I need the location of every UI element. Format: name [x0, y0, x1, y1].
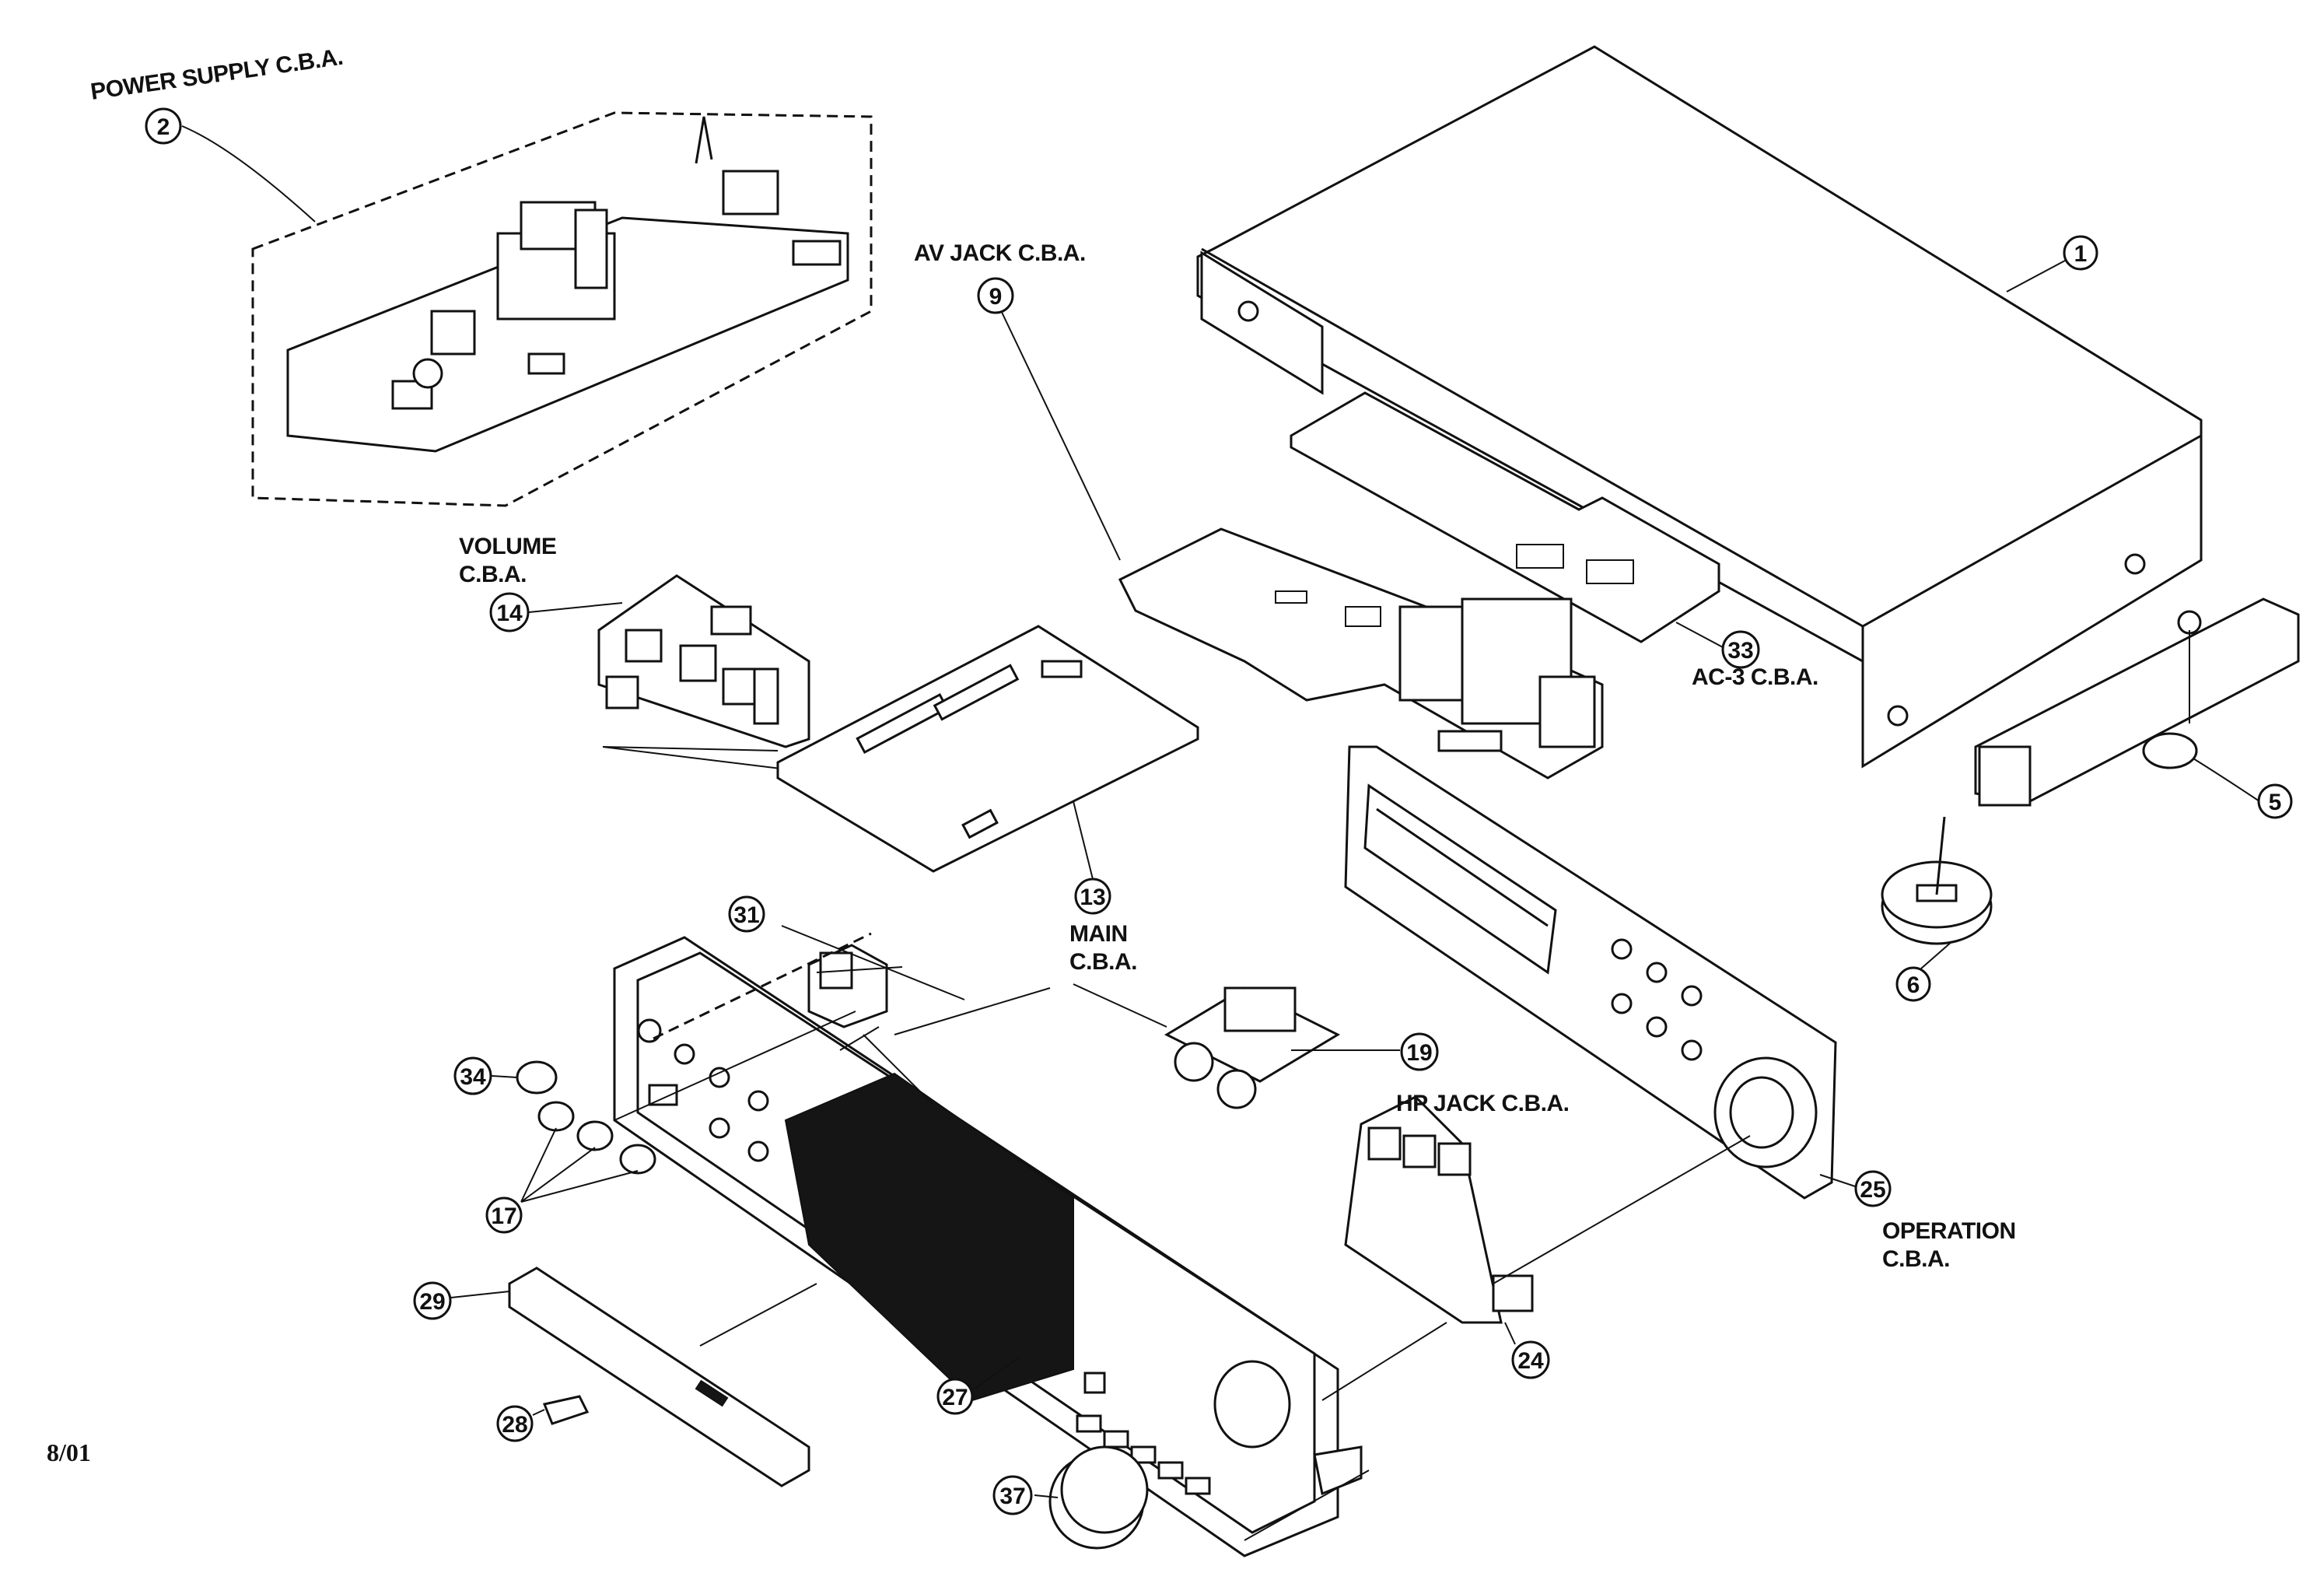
svg-text:9: 9 [989, 284, 1003, 310]
svg-text:34: 34 [460, 1064, 486, 1090]
label-power-supply: POWER SUPPLY C.B.A. [89, 44, 345, 105]
svg-text:19: 19 [1406, 1040, 1432, 1066]
jack-part-19 [1164, 986, 1341, 1109]
label-operation-1: OPERATION [1882, 1218, 2016, 1244]
ac3-board [1290, 391, 1720, 643]
knob-part-37 [1048, 1445, 1149, 1550]
svg-text:29: 29 [419, 1289, 445, 1315]
callout-27: 27 [936, 1378, 974, 1415]
svg-text:28: 28 [502, 1412, 527, 1438]
knobs-part-17 [537, 1101, 656, 1175]
operation-board [1344, 745, 1837, 1200]
svg-text:24: 24 [1517, 1348, 1544, 1374]
callout-25: 25 [1854, 1170, 1892, 1207]
av-jack-board [1118, 527, 1604, 779]
svg-text:6: 6 [1907, 972, 1920, 998]
knob-part-34 [516, 1060, 558, 1095]
label-part-28 [542, 1395, 590, 1425]
callout-1: 1 [2063, 235, 2098, 271]
svg-text:25: 25 [1860, 1177, 1885, 1203]
callout-9: 9 [977, 277, 1014, 314]
callout-6: 6 [1895, 966, 1931, 1002]
washer-part-5 [2142, 732, 2198, 769]
callout-19: 19 [1400, 1032, 1439, 1071]
svg-text:13: 13 [1080, 885, 1105, 910]
svg-text:14: 14 [496, 601, 523, 626]
label-volume-2: C.B.A. [459, 562, 527, 587]
label-hp-jack: HP JACK C.B.A. [1396, 1091, 1569, 1116]
cabinet-top-cover [1196, 45, 2203, 769]
svg-text:37: 37 [999, 1484, 1025, 1509]
callout-33: 33 [1721, 630, 1760, 669]
callout-5: 5 [2257, 783, 2293, 819]
callout-17: 17 [485, 1196, 523, 1234]
callout-37: 37 [992, 1475, 1033, 1515]
label-av-jack: AV JACK C.B.A. [914, 240, 1086, 266]
callout-29: 29 [413, 1281, 452, 1320]
callout-34: 34 [453, 1056, 492, 1095]
callout-28: 28 [496, 1405, 534, 1442]
svg-text:1: 1 [2074, 241, 2088, 267]
callout-2: 2 [145, 107, 182, 145]
svg-text:17: 17 [491, 1203, 516, 1229]
svg-text:33: 33 [1727, 638, 1753, 664]
power-supply-board [251, 111, 873, 507]
callout-14: 14 [489, 592, 530, 632]
volume-board [597, 574, 810, 748]
main-board [602, 625, 1199, 873]
window-panel-part-29 [508, 1266, 810, 1487]
front-panel [613, 936, 1363, 1557]
label-volume-1: VOLUME [459, 534, 556, 559]
callout-31: 31 [728, 895, 765, 933]
hp-jack-board [1344, 1095, 1534, 1324]
callout-13: 13 [1074, 878, 1111, 915]
label-main-2: C.B.A. [1069, 949, 1137, 975]
leader-lines [181, 125, 2260, 1498]
guide-lines [614, 630, 2190, 1541]
svg-text:5: 5 [2269, 790, 2282, 815]
callout-24: 24 [1511, 1340, 1550, 1379]
label-ac3: AC-3 C.B.A. [1692, 664, 1818, 690]
svg-text:2: 2 [157, 114, 170, 140]
label-main-1: MAIN [1069, 921, 1128, 947]
svg-text:31: 31 [733, 902, 759, 928]
label-operation-2: C.B.A. [1882, 1246, 1950, 1272]
date-code: 8/01 [47, 1438, 91, 1466]
svg-text:27: 27 [942, 1385, 968, 1410]
